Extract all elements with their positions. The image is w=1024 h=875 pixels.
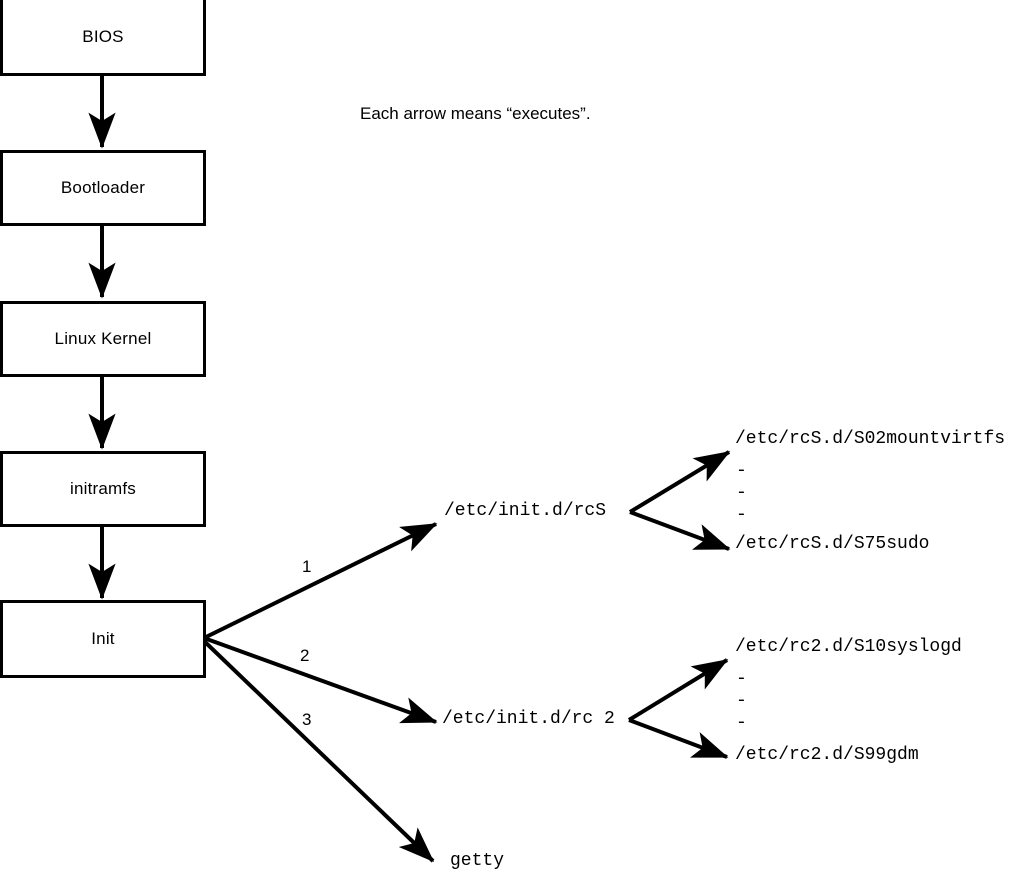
rcs-ellipsis-dash-3: - [736,505,747,525]
arrow-rcs-to-last-script [629,510,731,551]
edge-label-1: 1 [302,557,312,576]
label-rc2-first-script: /etc/rc2.d/S10syslogd [735,637,962,657]
label-rc2-last-script: /etc/rc2.d/S99gdm [735,745,919,765]
rcs-ellipsis-dash-2: - [736,483,747,503]
arrow-rc2-to-first-script [627,658,729,722]
label-etc-init-d-rc2: /etc/init.d/rc 2 [442,709,615,729]
arrow-init-to-rc2 [203,636,438,724]
node-bios: BIOS [0,0,206,76]
edge-label-2: 2 [300,646,310,665]
node-init: Init [0,600,206,678]
rc2-ellipsis-dash-3: - [736,713,747,733]
edge-label-3: 3 [302,710,312,729]
label-etc-init-d-rcs: /etc/init.d/rcS [444,501,607,521]
arrow-init-to-rcs [203,522,438,640]
rc2-ellipsis-dash-1: - [736,669,747,689]
label-rcs-first-script: /etc/rcS.d/S02mountvirtfs [735,429,1006,449]
node-initramfs: initramfs [0,451,206,527]
node-linux-kernel: Linux Kernel [0,301,206,377]
label-getty: getty [450,851,505,871]
node-linux-kernel-label: Linux Kernel [54,329,152,348]
node-bootloader-label: Bootloader [60,178,146,197]
legend-note: Each arrow means “executes”. [360,104,591,123]
node-bios-label: BIOS [82,26,124,46]
node-bootloader: Bootloader [0,150,206,226]
arrow-rc2-to-last-script [628,718,729,759]
label-rcs-last-script: /etc/rcS.d/S75sudo [735,534,930,554]
arrow-rcs-to-first-script [628,450,731,514]
rcs-ellipsis-dash-1: - [736,461,747,481]
node-init-label: Init [91,629,115,648]
rc2-ellipsis-dash-2: - [736,691,747,711]
arrow-init-to-getty [202,639,435,863]
node-initramfs-label: initramfs [69,479,137,498]
